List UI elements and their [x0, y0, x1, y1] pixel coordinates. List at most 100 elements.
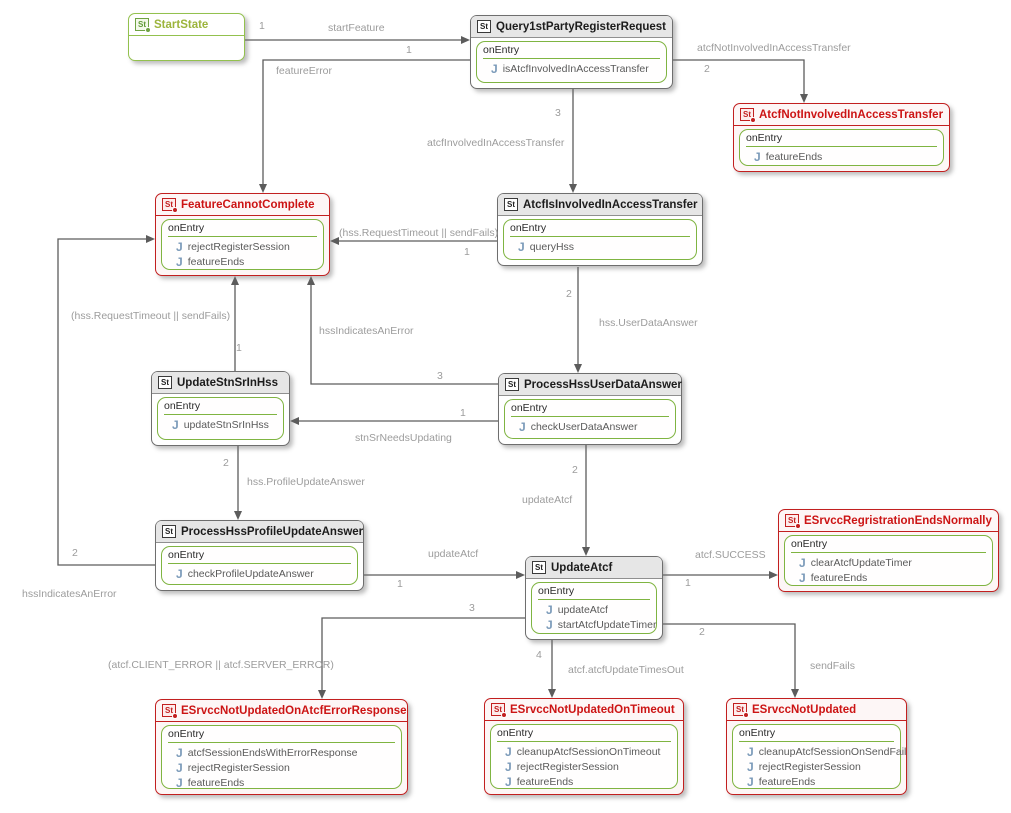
action-icon: J: [519, 419, 526, 434]
transition-number: 1: [397, 578, 403, 590]
action-label: featureEnds: [187, 255, 245, 268]
transition-label: updateAtcf: [522, 494, 573, 506]
transition-hss-user-data-answer[interactable]: [574, 267, 582, 373]
transition-label: sendFails: [810, 660, 855, 672]
transition-atcf-client-server-error[interactable]: [318, 617, 525, 699]
transition-update-atcf-down[interactable]: [582, 445, 590, 556]
transition-hss-indicates-error-3[interactable]: [307, 276, 498, 385]
transition-atcf-involved[interactable]: [569, 89, 577, 193]
transition-label: (atcf.CLIENT_ERROR || atcf.SERVER_ERROR): [108, 659, 334, 671]
action-icon: J: [747, 759, 754, 774]
transition-number: 3: [437, 370, 443, 382]
on-entry-label: onEntry: [739, 726, 894, 742]
state-icon: St: [158, 376, 172, 389]
on-entry-label: onEntry: [791, 537, 986, 553]
action-icon: J: [505, 774, 512, 789]
action-label: atcfSessionEndsWithErrorResponse: [187, 746, 358, 759]
transition-atcf-not-involved[interactable]: [673, 59, 808, 103]
transition-hss-timeout-sendfails-2[interactable]: [231, 276, 239, 371]
transition-send-fails[interactable]: [663, 623, 799, 698]
action-label: rejectRegisterSession: [758, 760, 861, 773]
state-title: ESrvccNotUpdatedOnTimeout: [510, 703, 675, 716]
state-title: UpdateAtcf: [551, 561, 613, 574]
action-icon: J: [546, 602, 553, 617]
transition-number: 1: [259, 20, 265, 32]
action-label: rejectRegisterSession: [187, 240, 290, 253]
state-esrvcc-not-updated-on-atcf-error-response[interactable]: St ESrvccNotUpdatedOnAtcfErrorResponse o…: [155, 699, 408, 795]
transition-label: atcfInvolvedInAccessTransfer: [427, 137, 565, 149]
transition-start-feature[interactable]: [245, 36, 470, 44]
transition-atcf-success[interactable]: [663, 571, 778, 579]
state-query-1st-party-register-request[interactable]: St Query1stPartyRegisterRequest onEntry …: [470, 15, 673, 89]
transition-number: 2: [72, 547, 78, 559]
end-state-icon: St: [162, 704, 178, 719]
transition-number: 2: [699, 626, 705, 638]
transition-label: hss.ProfileUpdateAnswer: [247, 476, 365, 488]
end-state-icon: St: [733, 703, 749, 718]
state-title: ESrvccNotUpdatedOnAtcfErrorResponse: [181, 704, 407, 717]
transition-number: 2: [704, 63, 710, 75]
state-atcf-is-involved-in-access-transfer[interactable]: St AtcfIsInvolvedInAccessTransfer onEntr…: [497, 193, 703, 266]
state-esrvcc-regristration-ends-normally[interactable]: St ESrvccRegristrationEndsNormally onEnt…: [778, 509, 999, 592]
transition-update-atcf-right[interactable]: [364, 571, 525, 579]
state-start-state[interactable]: St StartState: [128, 13, 245, 61]
action-label: featureEnds: [187, 776, 245, 789]
action-label: cleanupAtcfSessionOnSendFail: [758, 745, 907, 758]
state-process-hss-profile-update-answer[interactable]: St ProcessHssProfileUpdateAnswer onEntry…: [155, 520, 364, 591]
transition-atcf-update-times-out[interactable]: [548, 640, 556, 698]
transition-number: 3: [555, 107, 561, 119]
end-state-icon: St: [740, 108, 756, 123]
action-icon: J: [172, 417, 179, 432]
transition-hss-profile-update-answer[interactable]: [234, 446, 242, 520]
transition-number: 2: [572, 464, 578, 476]
transition-hss-indicates-error-2[interactable]: [57, 235, 155, 566]
action-icon: J: [505, 744, 512, 759]
state-title: AtcfIsInvolvedInAccessTransfer: [523, 198, 698, 211]
state-title: StartState: [154, 18, 209, 31]
state-icon: St: [532, 561, 546, 574]
transition-label: stnSrNeedsUpdating: [355, 432, 452, 444]
on-entry-label: onEntry: [510, 221, 690, 237]
action-label: rejectRegisterSession: [516, 760, 619, 773]
action-icon: J: [505, 759, 512, 774]
transition-feature-error[interactable]: [259, 59, 470, 193]
transition-label: atcfNotInvolvedInAccessTransfer: [697, 42, 851, 54]
action-label: rejectRegisterSession: [187, 761, 290, 774]
action-icon: J: [176, 254, 183, 269]
action-label: checkProfileUpdateAnswer: [187, 567, 314, 580]
action-label: featureEnds: [758, 775, 816, 788]
transition-hss-timeout-sendfails-1[interactable]: [330, 237, 497, 245]
transition-stn-sr-needs-updating[interactable]: [290, 417, 498, 425]
state-atcf-not-involved-in-access-transfer[interactable]: St AtcfNotInvolvedInAccessTransfer onEnt…: [733, 103, 950, 172]
end-state-icon: St: [491, 703, 507, 718]
action-icon: J: [176, 239, 183, 254]
action-label: isAtcfInvolvedInAccessTransfer: [502, 62, 649, 75]
transition-label: atcf.atcfUpdateTimesOut: [568, 664, 684, 676]
